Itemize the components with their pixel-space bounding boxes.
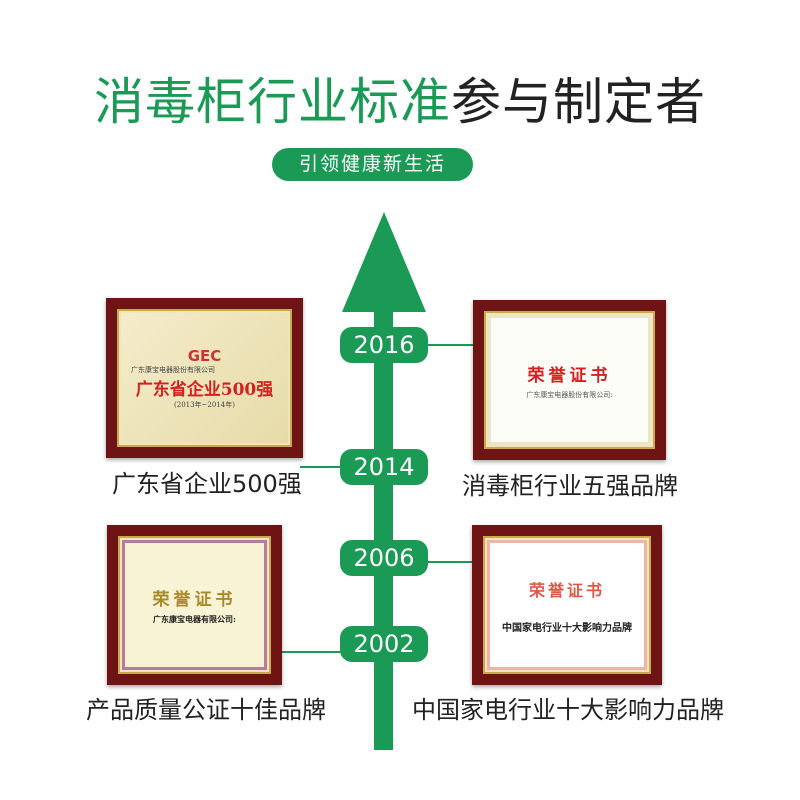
year-badge-2016: 2016 (340, 327, 428, 363)
cert-company: 广东康宝电器股份有限公司: (526, 390, 613, 399)
year-badge-2006: 2006 (340, 540, 428, 576)
cert-title: 中国家电行业十大影响力品牌 (502, 622, 632, 634)
award-caption: 产品质量公证十佳品牌 (86, 696, 326, 724)
certificate-image-2006: 荣誉证书 中国家电行业十大影响力品牌 (472, 525, 662, 685)
title-highlight: 消毒柜行业标准 (94, 73, 451, 131)
connector-2014 (300, 466, 342, 468)
title-rest: 参与制定者 (451, 73, 706, 131)
award-caption: 广东省企业500强 (112, 470, 302, 498)
connector-2006 (426, 561, 474, 563)
cert-period: (2013年~2014年) (174, 400, 235, 409)
cert-company: 广东康宝电器股份有限公司 (131, 365, 215, 374)
year-badge-2014: 2014 (340, 449, 428, 485)
award-caption: 中国家电行业十大影响力品牌 (412, 696, 724, 724)
year-badge-2002: 2002 (340, 626, 428, 662)
cert-company: 广东康宝电器有限公司: (153, 614, 236, 624)
connector-2016 (426, 344, 474, 346)
certificate-image-2014: GEC 广东康宝电器股份有限公司 广东省企业500强 (2013年~2014年) (106, 298, 303, 458)
cert-heading: 荣誉证书 (527, 365, 612, 386)
subtitle-pill: 引领健康新生活 (272, 148, 473, 181)
certificate-image-2016: 荣誉证书 广东康宝电器股份有限公司: (473, 300, 666, 460)
certificate-image-2002: 荣誉证书 广东康宝电器有限公司: (107, 525, 282, 685)
timeline-shaft (374, 300, 393, 750)
arrow-head-icon (342, 212, 426, 312)
cert-heading: 广东省企业500强 (135, 379, 274, 400)
connector-2002 (282, 651, 342, 653)
cert-logo: GEC (187, 346, 222, 365)
award-caption: 消毒柜行业五强品牌 (462, 472, 678, 500)
page-title: 消毒柜行业标准参与制定者 (0, 62, 800, 134)
cert-heading: 荣誉证书 (152, 590, 237, 610)
cert-heading: 荣誉证书 (528, 580, 605, 600)
